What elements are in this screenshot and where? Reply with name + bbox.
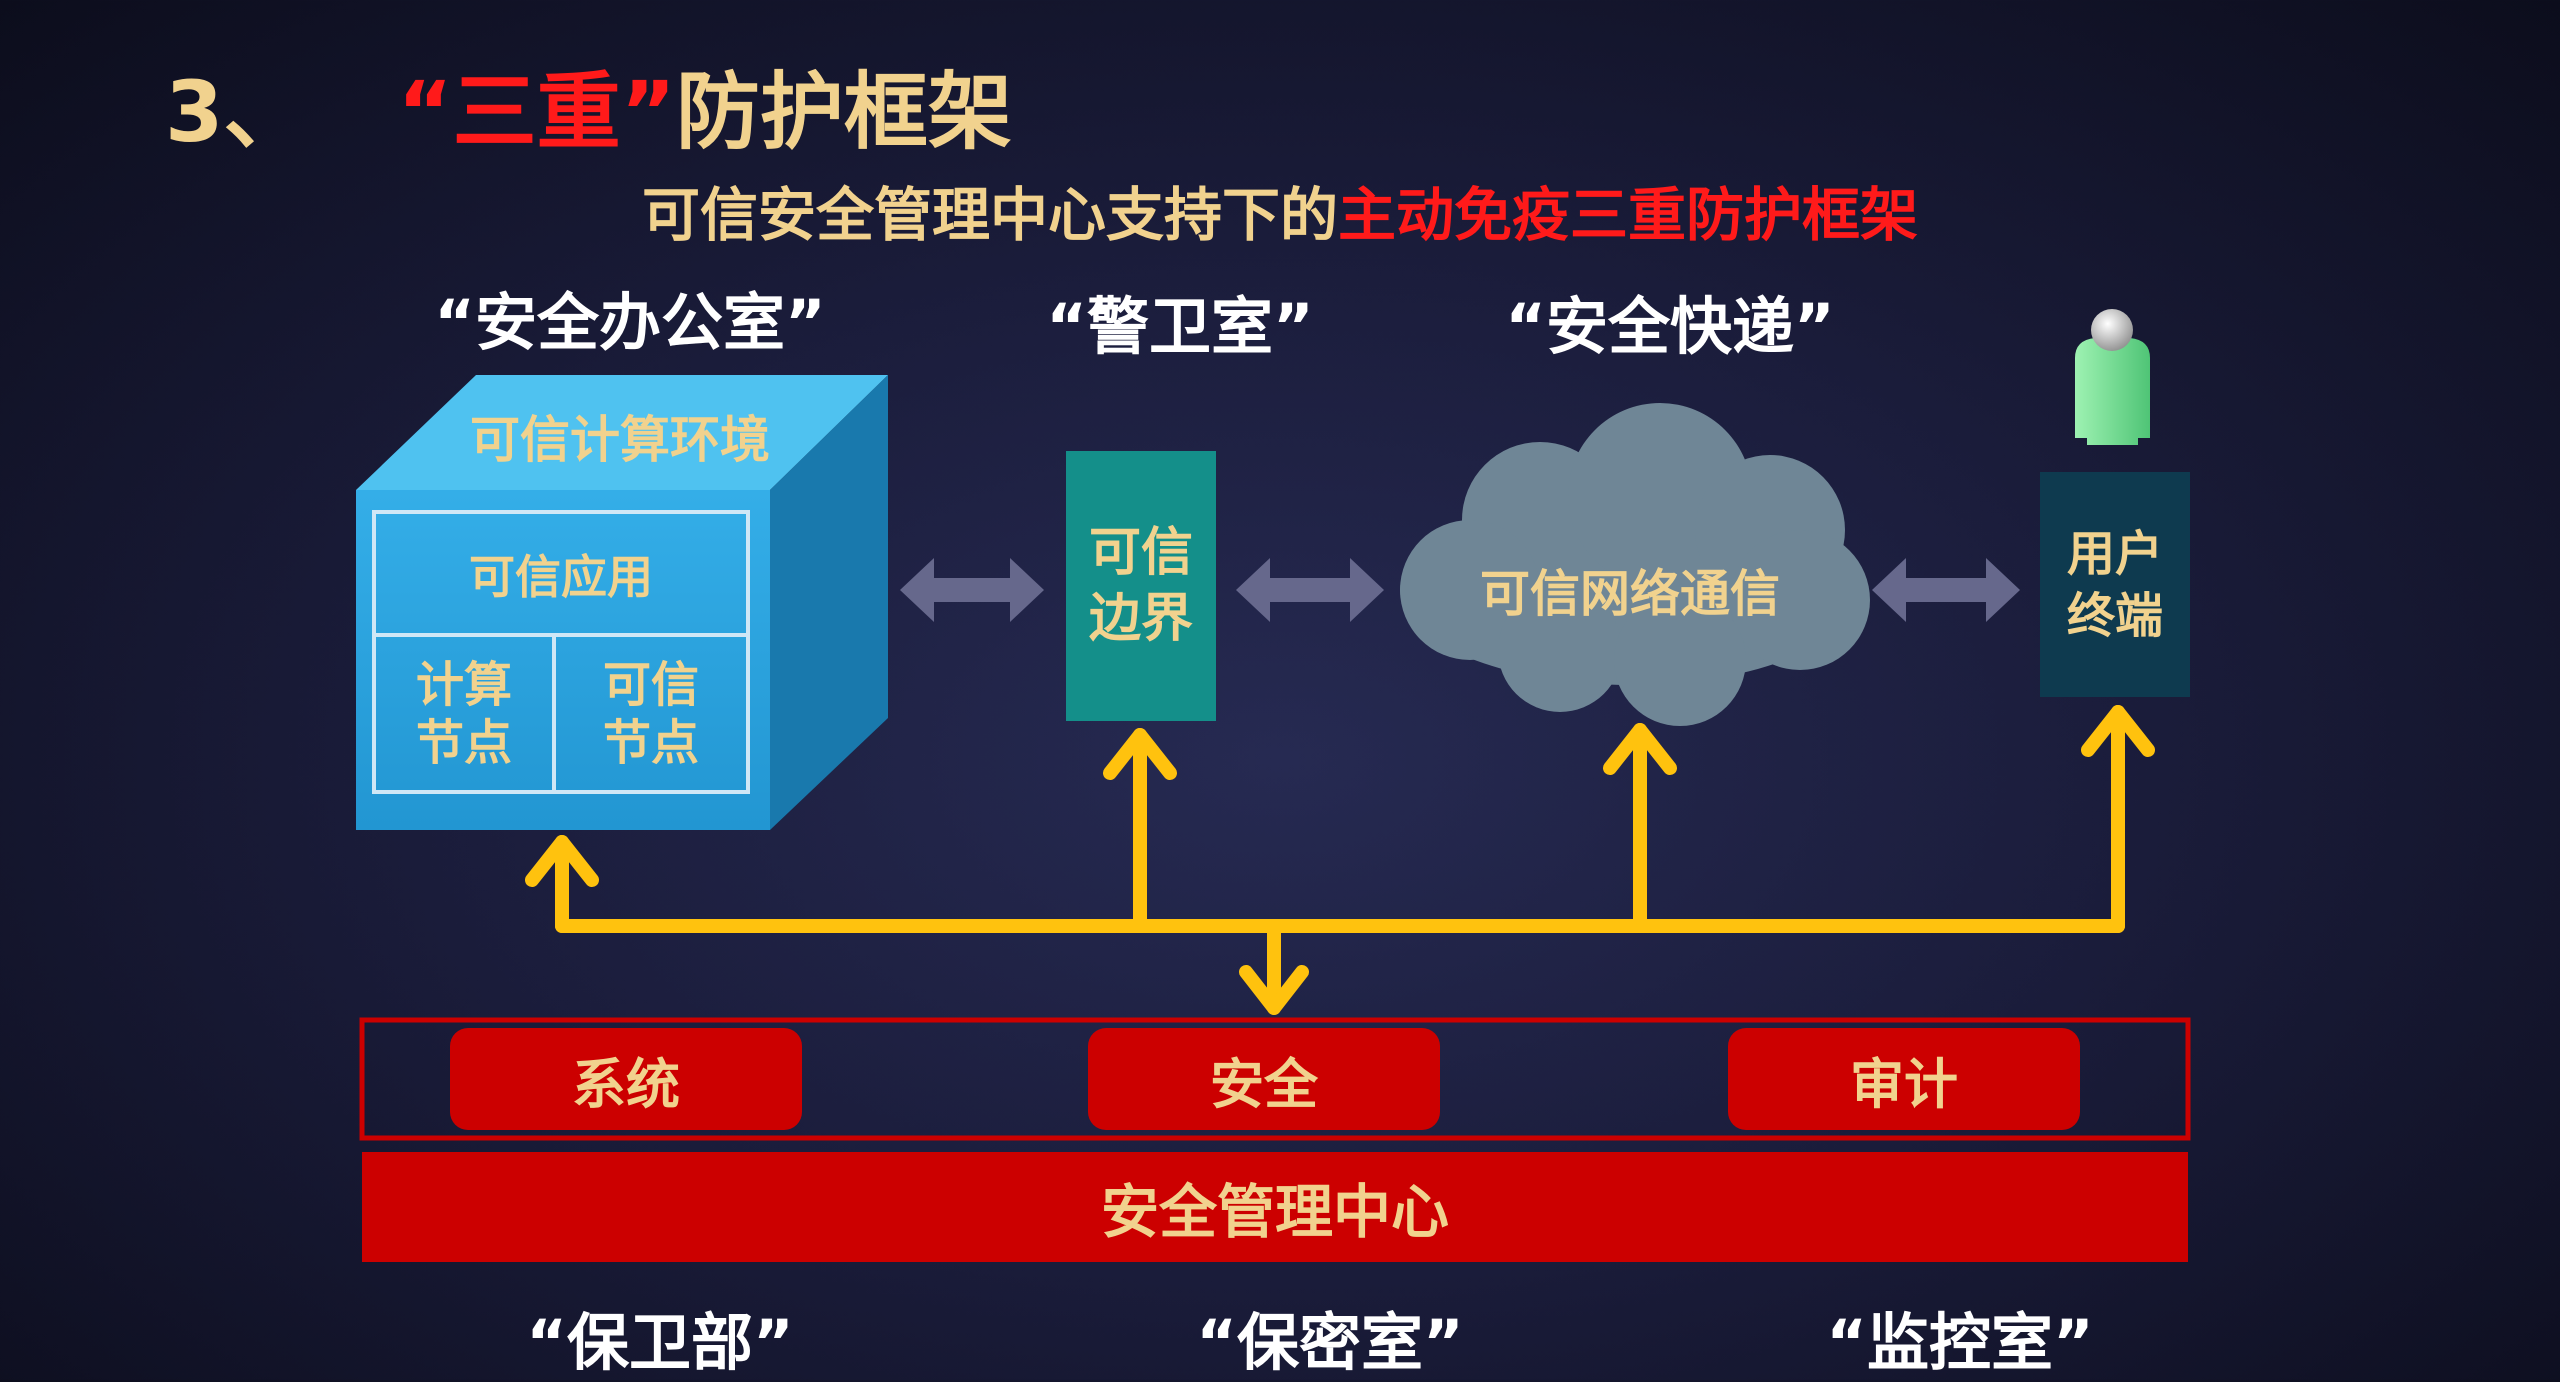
- user-terminal-box: [2040, 472, 2190, 697]
- cube-side-face: [770, 375, 888, 830]
- trusted-network-label: 可信网络通信: [1480, 565, 1780, 623]
- label-secrecy-room: “保密室”: [1196, 1306, 1464, 1379]
- title-emphasis: “三重”: [397, 63, 676, 161]
- label-security-dept: “保卫部”: [526, 1306, 794, 1379]
- cube-front-face: [356, 490, 770, 830]
- page-title: 3、 “三重”防护框架: [165, 45, 1012, 166]
- subtitle-emphasis: 主动免疫三重防护框架: [1338, 181, 1919, 249]
- management-center-label: 安全管理中心: [1100, 1178, 1449, 1246]
- subtitle-main: 可信安全管理中心支持下的: [641, 181, 1338, 249]
- label-guard-room: “警卫室”: [1046, 290, 1314, 363]
- trusted-node-label: 可信 节点: [602, 656, 699, 771]
- cube-top-face: [356, 375, 888, 490]
- system-admin-button[interactable]: 系统: [450, 1028, 802, 1130]
- security-admin-button[interactable]: 安全: [1088, 1028, 1440, 1130]
- double-arrow-cube-boundary: [900, 558, 1044, 622]
- trusted-boundary-box: [1066, 451, 1216, 721]
- user-terminal-label: 用户 终端: [2066, 525, 2163, 644]
- label-security-office: “安全办公室”: [434, 286, 826, 359]
- management-lines: [525, 705, 2155, 1015]
- trusted-network-cloud: [1400, 403, 1870, 726]
- user-person-icon: [2075, 309, 2150, 445]
- trusted-app-label: 可信应用: [469, 549, 653, 604]
- double-arrow-boundary-cloud: [1236, 558, 1384, 622]
- label-monitor-room: “监控室”: [1826, 1306, 2094, 1379]
- connector-arrows: [900, 558, 2020, 622]
- cube-inner-frame: [372, 510, 750, 794]
- admin-frame: [359, 1017, 2191, 1141]
- cube-top-label: 可信计算环境: [470, 411, 770, 469]
- subtitle: 可信安全管理中心支持下的主动免疫三重防护框架: [0, 168, 2560, 252]
- management-center-bar: [362, 1152, 2188, 1262]
- double-arrow-cloud-terminal: [1872, 558, 2020, 622]
- title-rest: 防护框架: [675, 63, 1012, 161]
- audit-admin-button[interactable]: 审计: [1728, 1028, 2080, 1130]
- trusted-computing-cube: [356, 375, 888, 830]
- compute-node-label: 计算 节点: [415, 656, 512, 771]
- trusted-boundary-label: 可信 边界: [1088, 523, 1193, 649]
- label-secure-express: “安全快递”: [1505, 290, 1835, 363]
- section-number: 3、: [165, 63, 308, 161]
